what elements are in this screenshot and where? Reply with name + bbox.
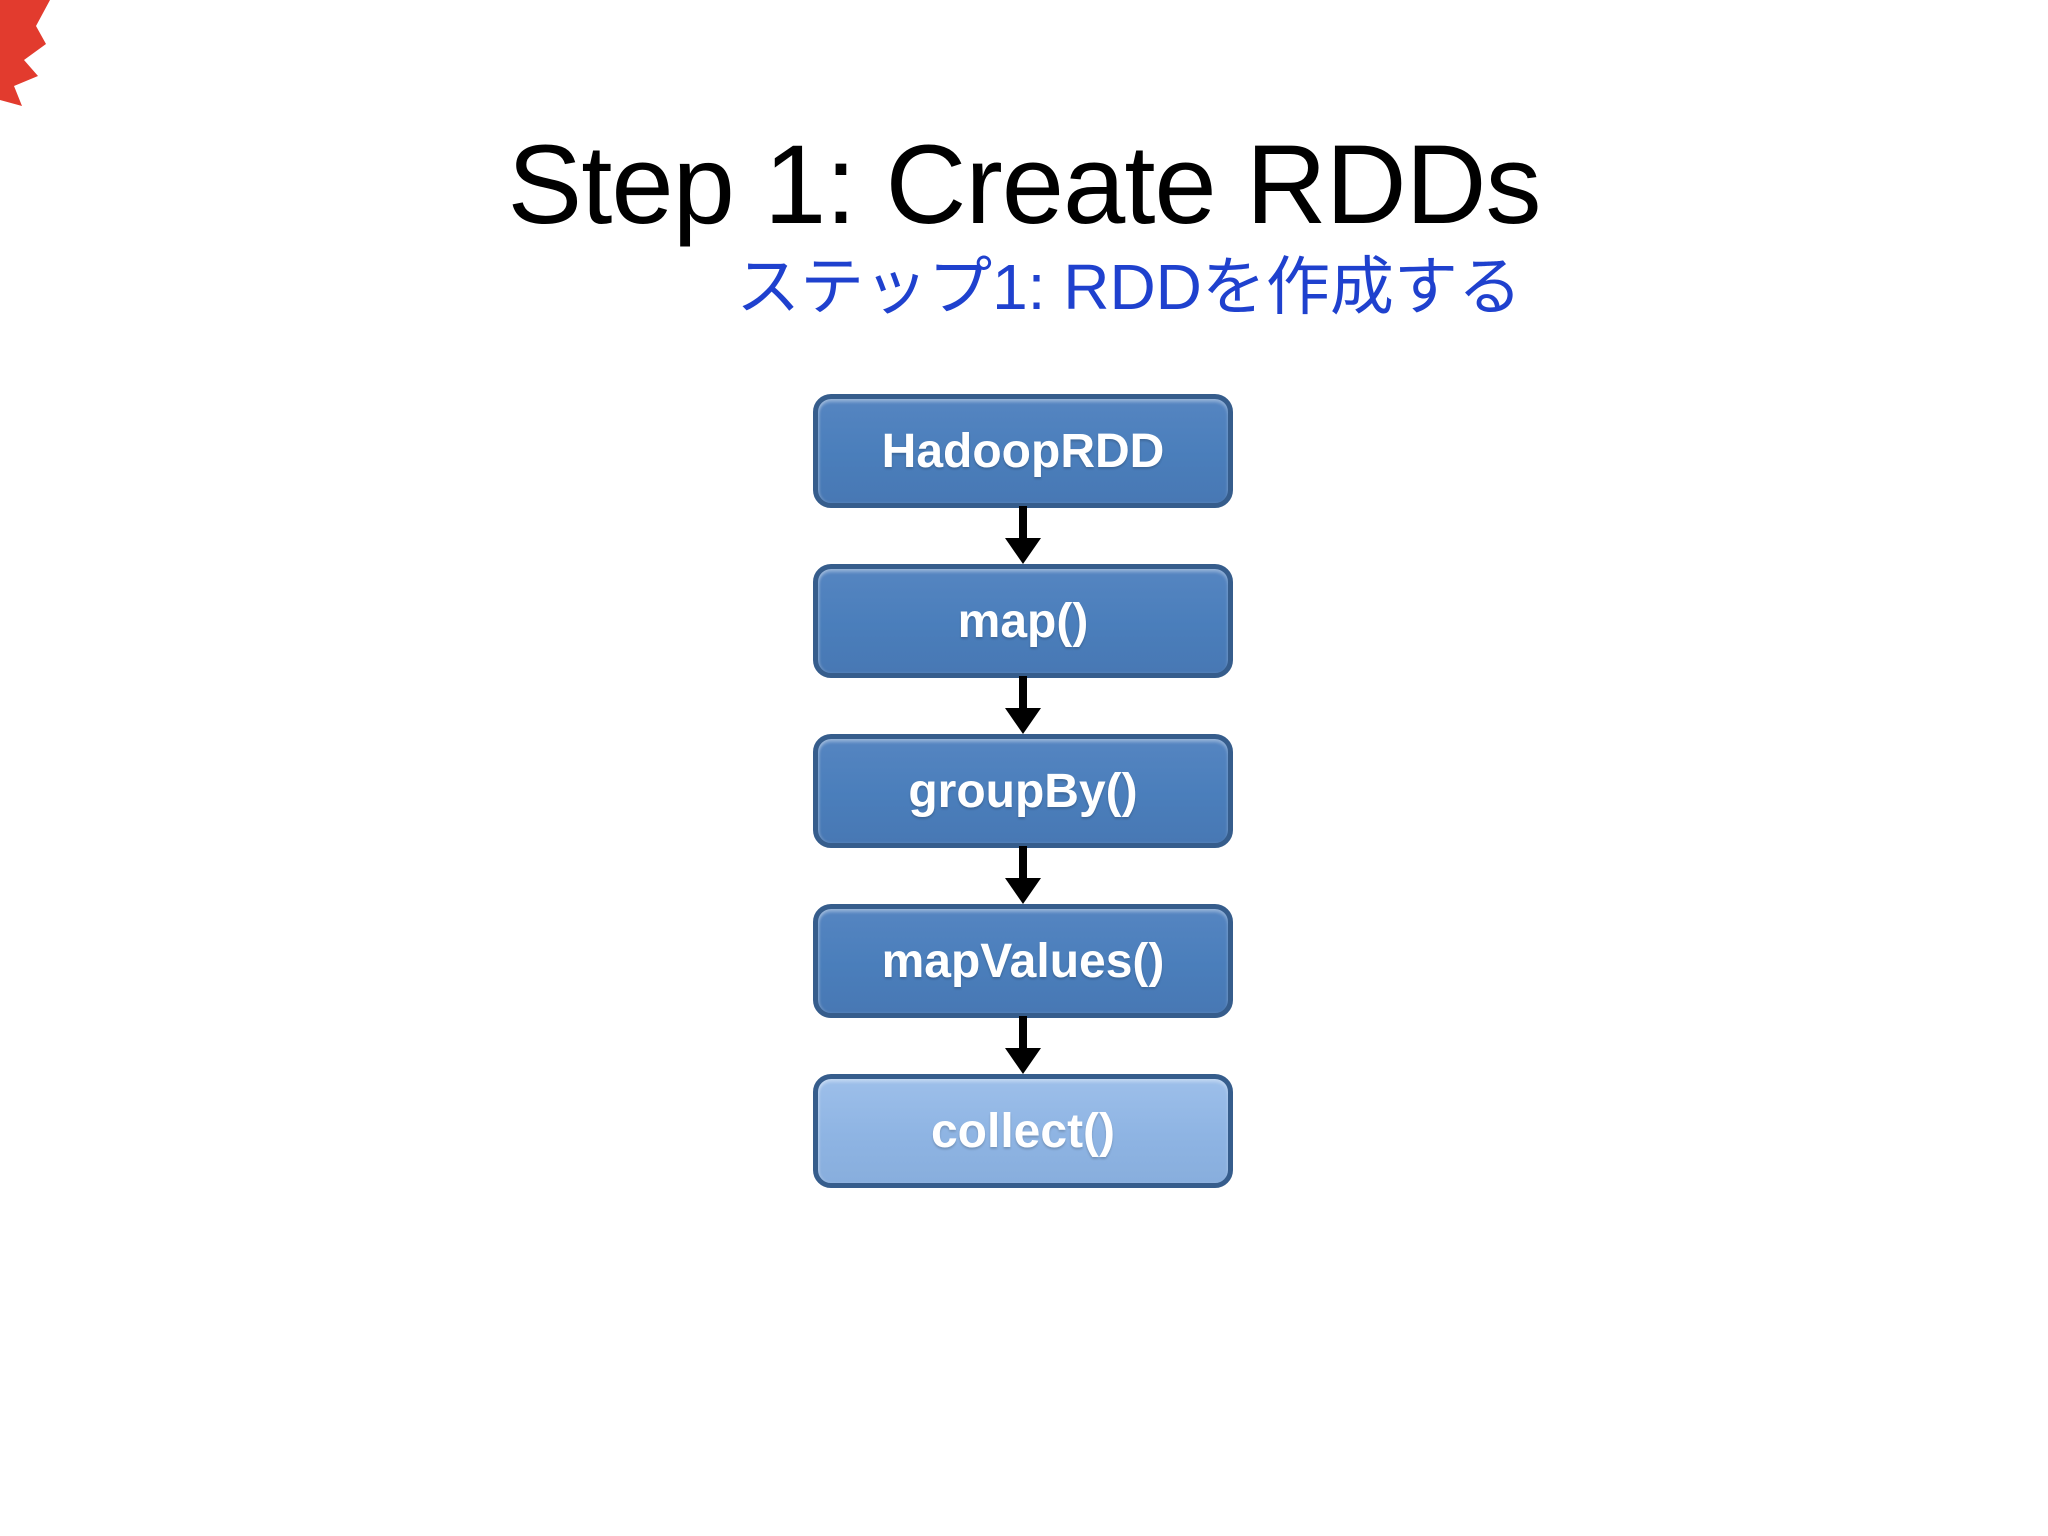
- flow-node-mapvalues: mapValues(): [813, 904, 1233, 1018]
- node-label: groupBy(): [908, 764, 1138, 818]
- page-subtitle: ステップ1: RDDを作成する: [736, 251, 1522, 323]
- red-corner-mark-shape: [0, 0, 50, 106]
- node-label: map(): [957, 594, 1089, 648]
- arrow-down-icon: [1005, 1016, 1041, 1074]
- flow-node-collect: collect(): [813, 1074, 1233, 1188]
- page-title: Step 1: Create RDDs: [507, 122, 1542, 247]
- flowchart: HadoopRDD map() groupBy() mapValues(): [813, 394, 1233, 1188]
- node-label: collect(): [930, 1104, 1116, 1158]
- arrow-down-icon: [1005, 676, 1041, 734]
- arrow-down-icon: [1005, 506, 1041, 564]
- red-corner-mark: [0, 0, 50, 106]
- node-label: HadoopRDD: [881, 424, 1165, 478]
- flow-node-hadooprdd: HadoopRDD: [813, 394, 1233, 508]
- arrow-down-icon: [1005, 846, 1041, 904]
- node-label: mapValues(): [881, 934, 1165, 988]
- flow-node-map: map(): [813, 564, 1233, 678]
- flow-node-groupby: groupBy(): [813, 734, 1233, 848]
